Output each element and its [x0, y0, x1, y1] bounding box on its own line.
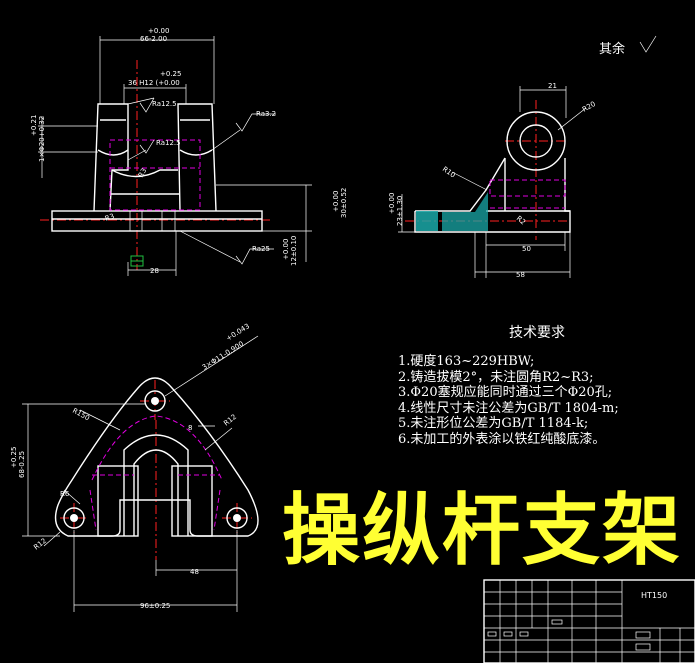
dim-slot: 36 H12 (+0.00	[128, 79, 180, 87]
dim-h-base: 12±0.10	[290, 236, 298, 266]
roughness-ra12-5-b: Ra12.5	[156, 139, 181, 147]
dim-v-tol: +0.25	[10, 447, 18, 468]
dim-r3-a: R3	[137, 167, 149, 179]
front-view	[38, 36, 312, 276]
dim-r12-a: R12	[222, 413, 238, 428]
dim-h: 23±1.30	[396, 196, 404, 226]
dim-r150: R150	[71, 407, 91, 423]
dim-w21: 21	[548, 82, 557, 90]
dim-h-right-tol: +0.00	[332, 191, 340, 212]
dim-h-tol: +0.00	[388, 193, 396, 214]
requirement-item: 4.线性尺寸未注公差为GB/T 1804-m;	[398, 400, 619, 416]
dim-r2: R2	[515, 214, 527, 226]
surface-note: 其余	[599, 42, 626, 57]
dim-hole-tol: +0.043	[225, 322, 251, 343]
technical-requirements-heading: 技术要求	[509, 325, 565, 341]
dim-left-tol: +0.21	[30, 115, 38, 136]
dim-slot-tol: +0.25	[160, 70, 181, 78]
dim-w50: 50	[522, 245, 531, 253]
dim-top-width: 66-2.00	[140, 35, 167, 43]
technical-requirements-list: 1.硬度163~229HBW; 2.铸造拔模2°，未注圆角R2~R3; 3.Φ2…	[398, 354, 619, 447]
dim-r12-b: R12	[32, 537, 48, 552]
roughness-ra25: Ra25	[252, 245, 270, 253]
dim-r20: R20	[581, 100, 597, 114]
side-view	[398, 86, 587, 278]
roughness-check-icon	[639, 35, 657, 53]
title-block-material: HT150	[641, 591, 668, 600]
dim-h-right: 30±0.52	[340, 188, 348, 218]
requirement-item: 2.铸造拔模2°，未注圆角R2~R3;	[398, 369, 594, 385]
dim-w96: 96±0.25	[140, 602, 170, 610]
dim-w48: 48	[190, 568, 199, 576]
requirement-item: 1.硬度163~229HBW;	[398, 354, 535, 369]
dim-h-base-tol: +0.00	[282, 239, 290, 260]
drawing-title: 操纵杆支架	[282, 486, 683, 576]
requirement-item: 6.未加工的外表涂以铁红纯酸底漆。	[398, 431, 606, 447]
dim-r6: R6	[60, 490, 70, 498]
top-view	[22, 335, 259, 612]
dim-w58: 58	[516, 271, 525, 279]
dim-w8: 8	[188, 424, 192, 432]
dim-w28: 28	[150, 267, 159, 275]
requirement-item: 3.Φ20塞规应能同时通过三个Φ20孔;	[398, 385, 613, 400]
dim-hole: 3×Φ11-0.900	[201, 340, 245, 372]
dim-r3-b: R3	[104, 212, 116, 223]
title-block	[483, 579, 695, 663]
front-view-dimension-text: +0.00 66-2.00 +0.25 36 H12 (+0.00 Ra12.5…	[30, 27, 348, 275]
dim-r10: R10	[441, 165, 457, 179]
requirement-item: 5.未注形位公差为GB/T 1184-k;	[398, 416, 589, 431]
dim-left: 1×Φ20+0.32	[38, 116, 46, 162]
dim-top-width-tol: +0.00	[148, 27, 169, 35]
roughness-ra12-5-a: Ra12.5	[152, 100, 177, 108]
dim-v: 68-0.25	[18, 451, 26, 478]
roughness-ra3-2: Ra3.2	[256, 110, 276, 118]
